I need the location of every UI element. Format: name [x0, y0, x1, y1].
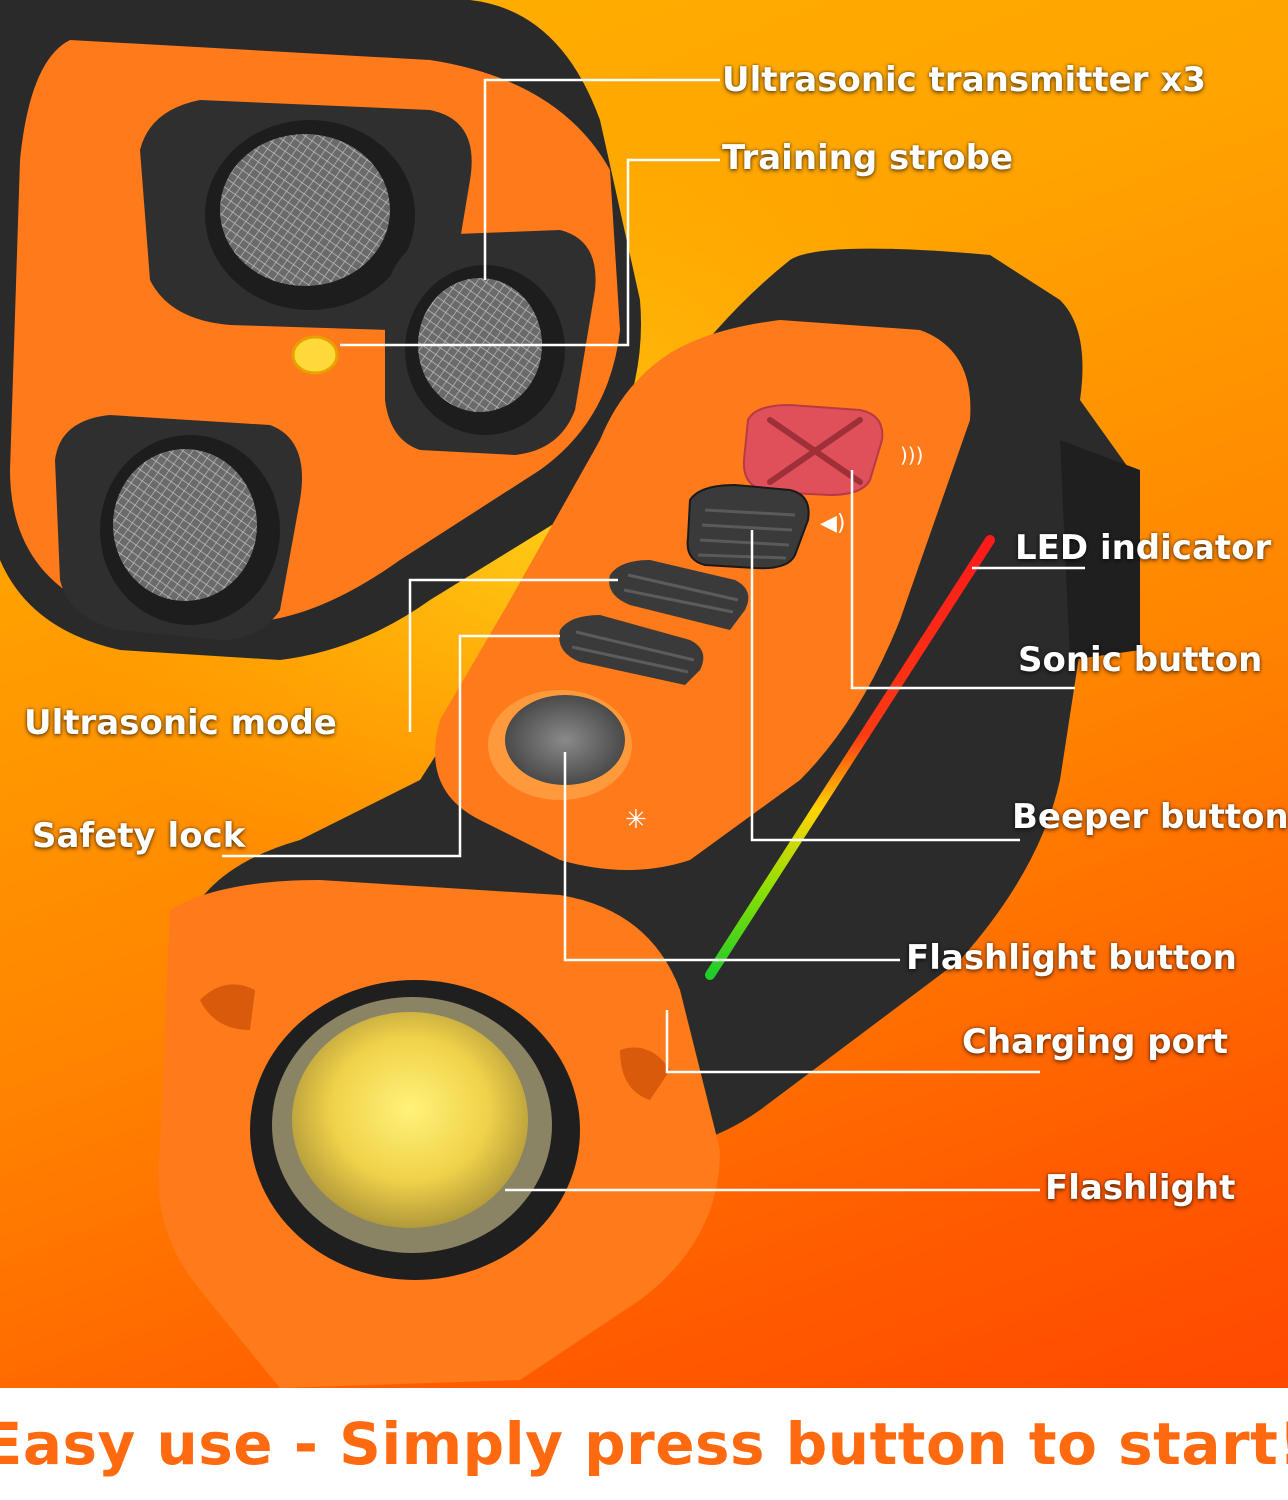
callout-ultrasonic-mode: Ultrasonic mode	[24, 703, 337, 743]
callout-training-strobe: Training strobe	[722, 138, 1014, 178]
callout-flashlight-button: Flashlight button	[906, 938, 1237, 978]
svg-text:))): )))	[900, 443, 923, 467]
callout-beeper-button: Beeper button	[1012, 797, 1288, 837]
headline-text: Easy use - Simply press button to start!	[0, 1410, 1288, 1478]
callout-led-indicator: LED indicator	[1015, 528, 1272, 568]
callout-charging-port: Charging port	[962, 1022, 1228, 1062]
flashlight-lens	[292, 1012, 528, 1228]
svg-text:✳: ✳	[625, 805, 647, 835]
flashlight-cap	[158, 880, 720, 1388]
callout-sonic-button: Sonic button	[1018, 640, 1263, 680]
emitter-head	[0, 0, 641, 660]
svg-text:◀): ◀)	[820, 511, 846, 536]
callout-ultrasonic-transmitter: Ultrasonic transmitter x3	[722, 60, 1206, 100]
led-strip	[705, 535, 995, 980]
product-illustration: ))) ◀) ✳	[0, 0, 1288, 1388]
flashlight-button-shape	[505, 695, 625, 785]
strobe-led	[291, 335, 339, 375]
leader-lines	[222, 78, 1085, 1192]
callout-flashlight: Flashlight	[1045, 1168, 1236, 1208]
callout-safety-lock: Safety lock	[32, 816, 246, 856]
device-drawing: ))) ◀) ✳	[0, 0, 1140, 1388]
headline-banner: Easy use - Simply press button to start!	[0, 1388, 1288, 1500]
